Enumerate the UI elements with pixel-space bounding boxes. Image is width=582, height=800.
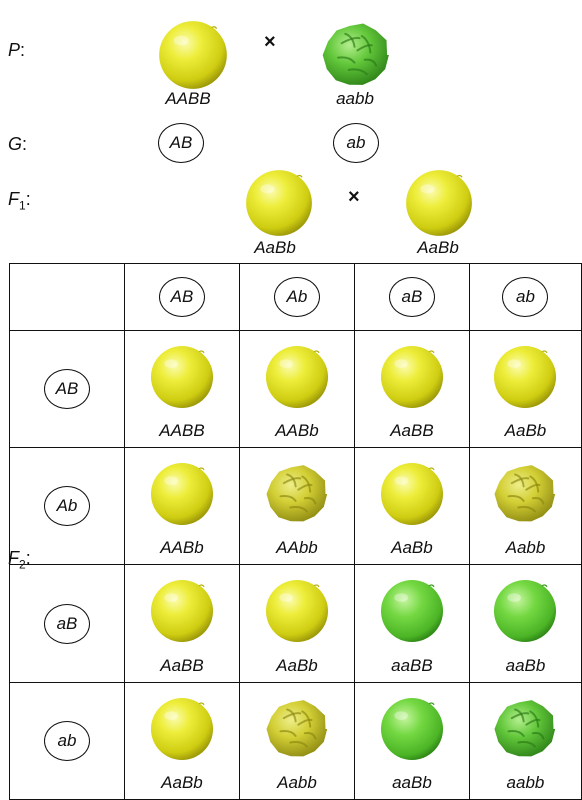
offspring-cell: AABb <box>123 447 240 565</box>
offspring-genotype: AaBb <box>276 656 318 675</box>
pea-green-round-icon <box>379 695 445 766</box>
f1-genotype-1: AaBb <box>254 238 296 257</box>
parent-gamete-2: ab <box>333 123 379 163</box>
parent-gamete-1: AB <box>158 123 204 163</box>
pea-green-round-icon <box>492 577 558 648</box>
grid-header-row: AB Ab aB ab <box>9 263 582 331</box>
offspring-cell: aaBb <box>468 564 582 683</box>
pea-yellow-round-icon <box>149 343 215 414</box>
offspring-genotype: AABb <box>160 538 204 557</box>
row-gamete-cell: AB <box>9 330 125 448</box>
row-gamete: AB <box>43 369 90 409</box>
parent-genotype-2: aabb <box>336 89 374 108</box>
offspring-genotype: AaBb <box>391 538 433 557</box>
offspring-cell: AABb <box>238 330 355 448</box>
g-label: G: <box>8 134 28 154</box>
row-gamete-cell: ab <box>9 682 125 800</box>
p-label: P: <box>8 40 26 60</box>
grid-row: aB AaBB AaBb aaBB aaBb <box>9 564 582 683</box>
column-gamete-cell: ab <box>468 263 582 331</box>
offspring-cell: AaBb <box>238 564 355 683</box>
pea-yellow-round-icon <box>492 343 558 414</box>
parent-genotype-1: AABB <box>165 89 211 108</box>
pea-yellow-round-icon <box>264 577 330 648</box>
pea-yellow-round-icon <box>379 460 445 531</box>
offspring-cell: AaBb <box>123 682 240 800</box>
column-gamete: Ab <box>273 277 320 317</box>
row-gamete-cell: aB <box>9 564 125 683</box>
offspring-genotype: AaBb <box>504 421 547 440</box>
row-gamete: Ab <box>43 486 90 526</box>
parent-pea-green-wrinkled <box>320 18 392 95</box>
row-gamete-cell: Ab <box>9 447 125 565</box>
column-gamete-cell: aB <box>353 263 470 331</box>
offspring-cell: AaBb <box>353 447 470 565</box>
offspring-cell: AaBb <box>468 330 582 448</box>
offspring-genotype: Aabb <box>277 773 317 792</box>
offspring-cell: aabb <box>468 682 582 800</box>
column-gamete-cell: AB <box>123 263 240 331</box>
offspring-genotype: Aabb <box>505 538 546 557</box>
f1-genotype-2: AaBb <box>417 238 459 257</box>
row-gamete: aB <box>43 603 90 644</box>
pea-yellow-round-icon <box>149 460 215 531</box>
pea-yellow-round-icon <box>149 577 215 648</box>
pea-yellow-wrinkled-icon <box>264 695 330 766</box>
column-gamete-cell: Ab <box>238 263 355 331</box>
offspring-cell: AaBB <box>353 330 470 448</box>
column-gamete: ab <box>502 277 549 317</box>
offspring-cell: Aabb <box>468 447 582 565</box>
offspring-genotype: AABb <box>275 421 319 440</box>
offspring-genotype: AaBB <box>390 421 434 440</box>
offspring-genotype: AaBB <box>160 656 204 675</box>
pea-yellow-wrinkled-icon <box>264 460 330 531</box>
offspring-genotype: aaBb <box>505 656 546 675</box>
pea-green-wrinkled-icon <box>492 695 558 766</box>
offspring-cell: aaBB <box>353 564 470 683</box>
offspring-genotype: AAbb <box>276 538 318 557</box>
grid-corner-cell <box>9 263 125 331</box>
f1-pea-1 <box>244 167 314 242</box>
pea-yellow-wrinkled-icon <box>492 460 558 531</box>
offspring-cell: AaBB <box>123 564 240 683</box>
column-gamete: AB <box>158 277 205 317</box>
row-gamete: ab <box>43 721 90 761</box>
f1-pea-2 <box>404 167 474 242</box>
offspring-genotype: AABB <box>159 421 205 440</box>
offspring-cell: AAbb <box>238 447 355 565</box>
pea-yellow-round-icon <box>379 343 445 414</box>
f1-label: F1: <box>8 189 31 213</box>
pea-yellow-round-icon <box>149 695 215 766</box>
offspring-genotype: aaBb <box>392 773 432 792</box>
pea-green-round-icon <box>379 577 445 648</box>
cross-symbol-f1: × <box>348 186 360 208</box>
offspring-cell: aaBb <box>353 682 470 800</box>
column-gamete: aB <box>388 277 435 317</box>
offspring-cell: AABB <box>123 330 240 448</box>
cross-symbol-parents: × <box>264 31 276 53</box>
offspring-cell: Aabb <box>238 682 355 800</box>
pea-yellow-round-icon <box>264 343 330 414</box>
offspring-genotype: aaBB <box>391 656 433 675</box>
grid-row: AB AABB AABb AaBB AaBb <box>9 330 582 448</box>
parent-pea-yellow-round <box>157 18 229 95</box>
offspring-genotype: AaBb <box>161 773 203 792</box>
offspring-genotype: aabb <box>506 773 545 792</box>
